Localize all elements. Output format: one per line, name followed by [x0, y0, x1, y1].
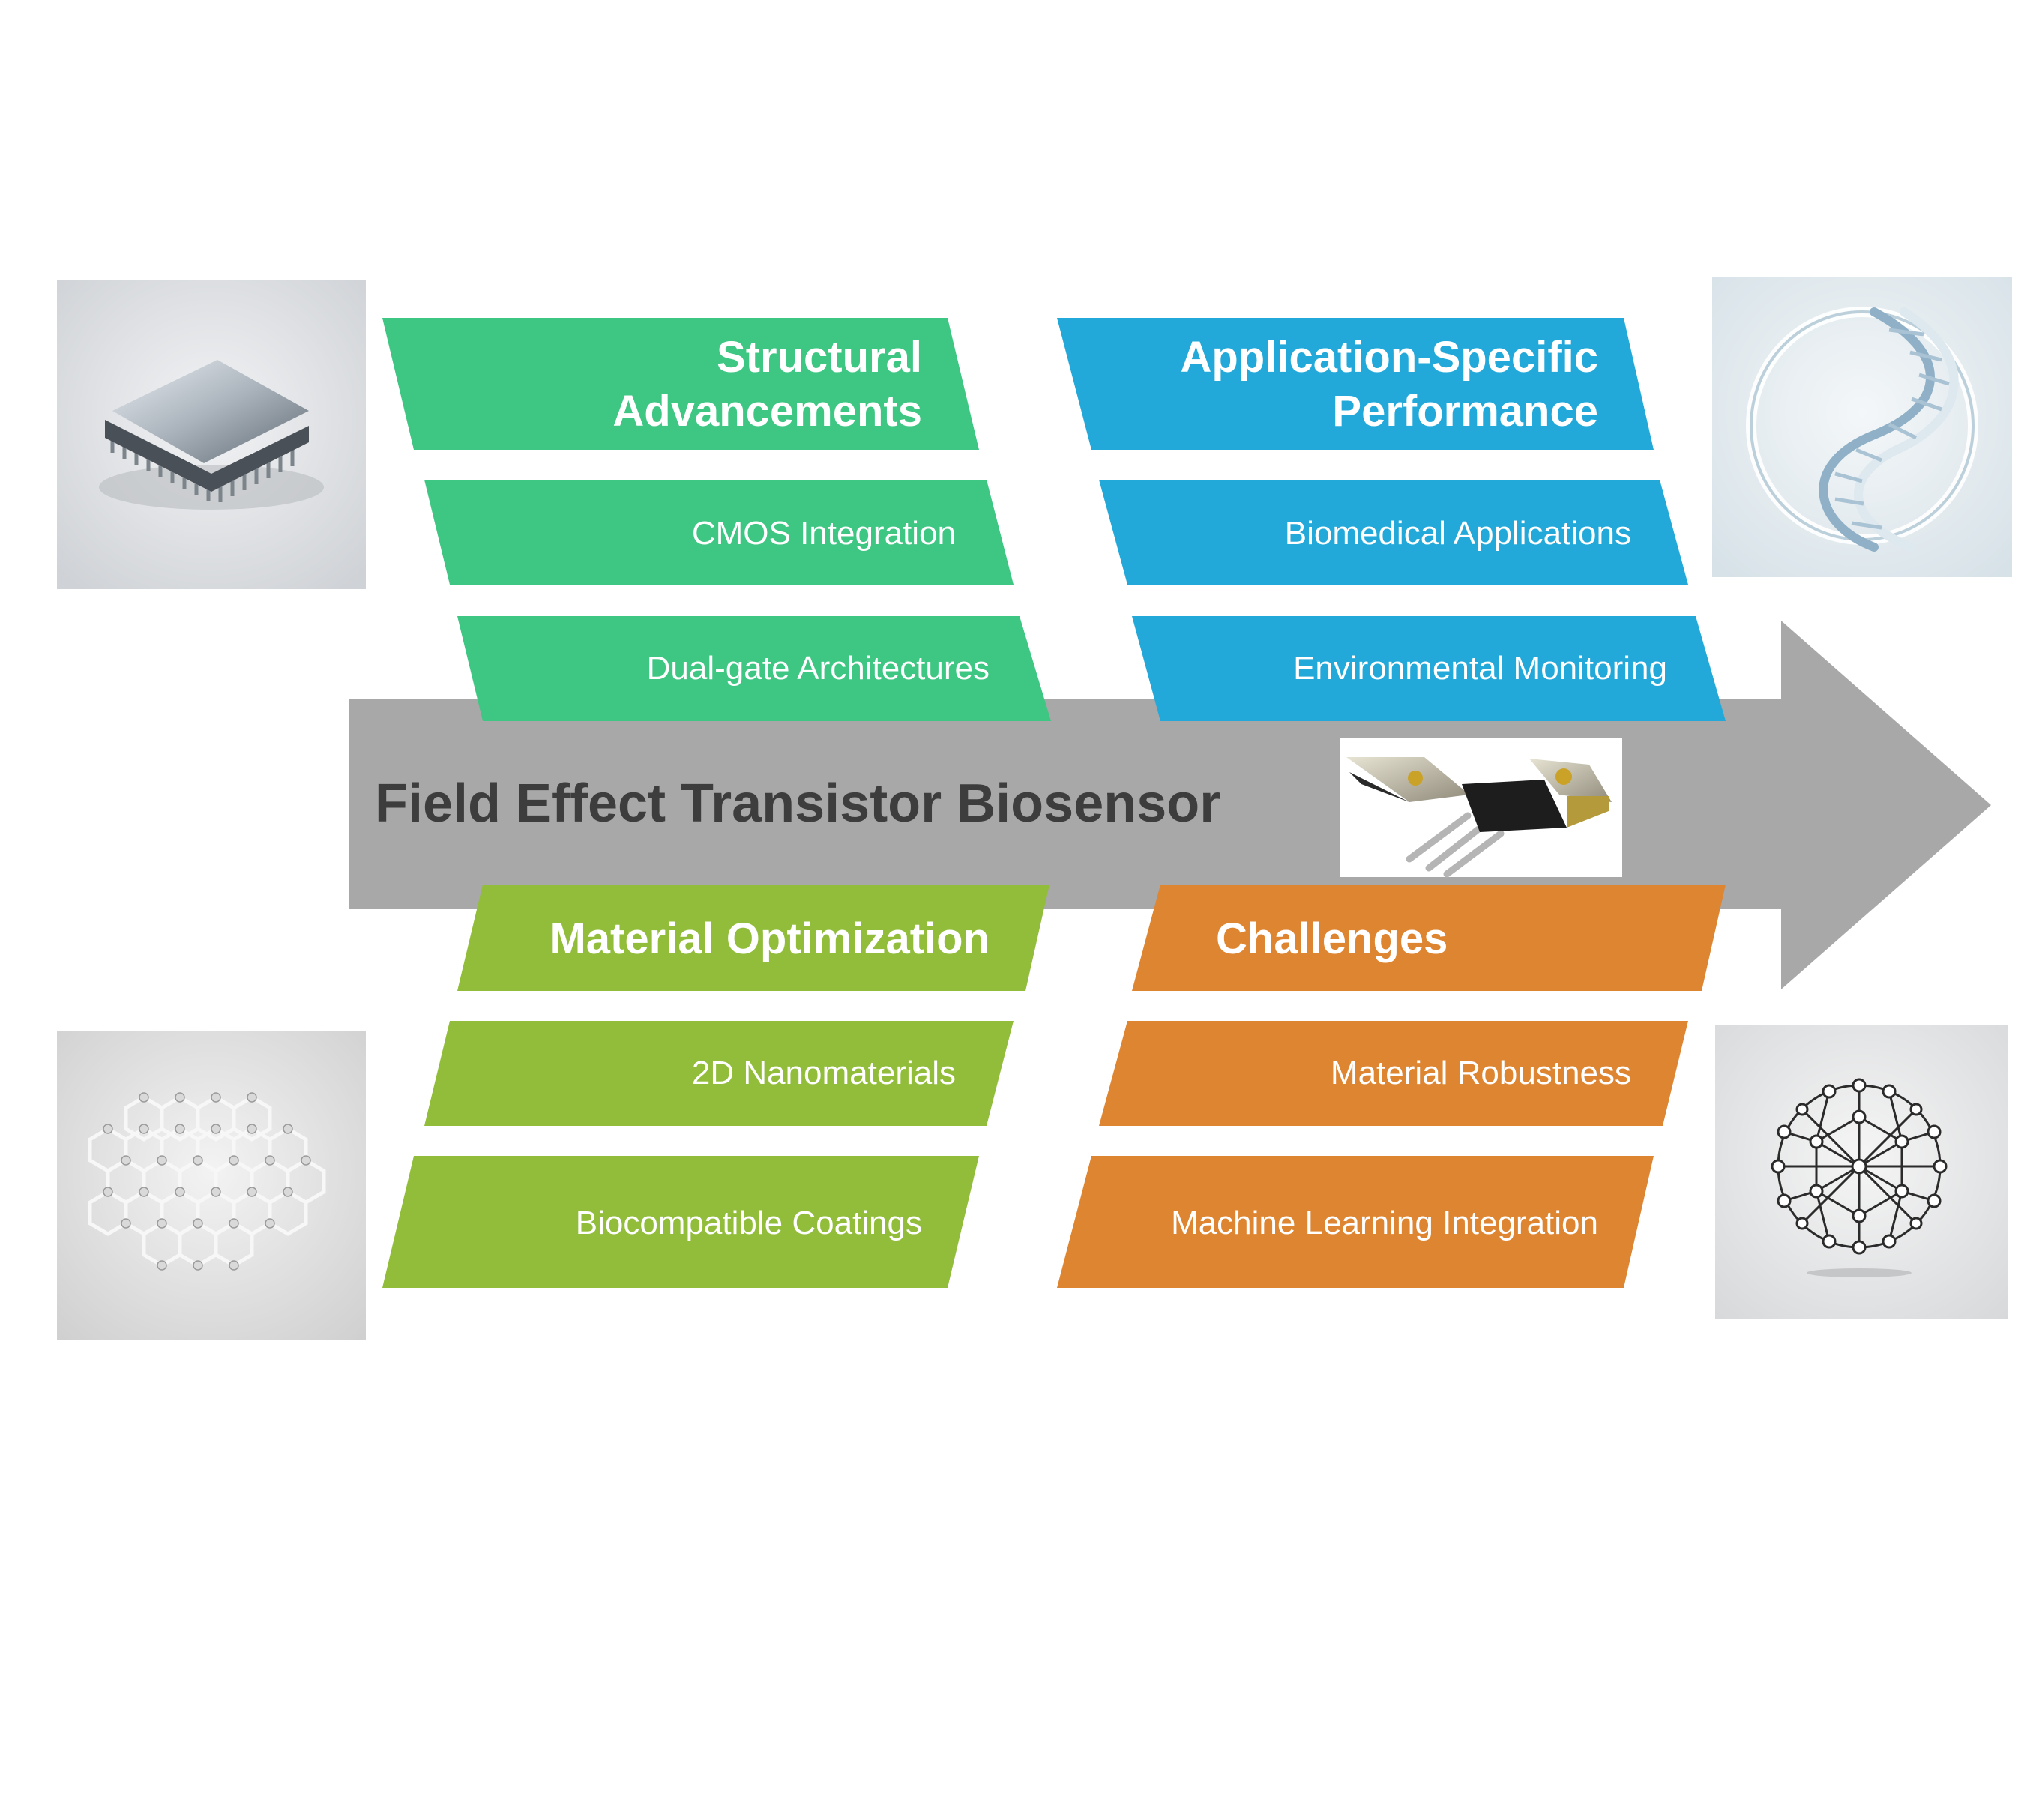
center-title: Field Effect Transistor Biosensor: [375, 774, 1220, 834]
structural-header-box: [382, 318, 979, 450]
structural-item-box-2: [457, 616, 1051, 721]
application-group: Application-Specific Performance Biomedi…: [1057, 318, 1726, 721]
structural-item-cmos-integration: CMOS Integration: [692, 515, 956, 552]
application-header-box: [1057, 318, 1654, 450]
structural-item-dual-gate-architectures: Dual-gate Architectures: [647, 650, 990, 687]
challenges-item-material-robustness: Material Robustness: [1331, 1055, 1631, 1091]
structural-group: Structural Advancements CMOS Integration…: [382, 318, 1051, 721]
material-item-2d-nanomaterials: 2D Nanomaterials: [692, 1055, 956, 1091]
challenges-item-box-2: [1057, 1156, 1654, 1288]
application-item-box-2: [1132, 616, 1726, 721]
cpu-chip-image: [57, 280, 366, 589]
application-title-line-1: Application-Specific: [1180, 333, 1598, 382]
dna-helix-image: [1712, 277, 2012, 577]
structural-item-box-1: [424, 480, 1014, 585]
application-item-biomedical-applications: Biomedical Applications: [1285, 515, 1631, 552]
application-title-line-2: Performance: [1332, 387, 1598, 436]
material-item-biocompatible-coatings: Biocompatible Coatings: [576, 1205, 922, 1241]
challenges-item-machine-learning-integration: Machine Learning Integration: [1171, 1205, 1598, 1241]
challenges-title: Challenges: [1216, 914, 1448, 963]
application-item-environmental-monitoring: Environmental Monitoring: [1293, 650, 1667, 687]
transistor-image: [1340, 738, 1622, 878]
challenges-item-box-1: [1099, 1021, 1688, 1126]
challenges-header-box: [1132, 885, 1726, 991]
neural-network-image: [1715, 1025, 2008, 1319]
material-title: Material Optimization: [549, 914, 990, 963]
material-group: Material Optimization 2D Nanomaterials B…: [382, 885, 1049, 1288]
structural-title-line-2: Advancements: [612, 387, 922, 436]
material-item-box-2: [382, 1156, 979, 1288]
application-item-box-1: [1099, 480, 1688, 585]
material-item-box-1: [424, 1021, 1014, 1126]
material-header-box: [457, 885, 1049, 991]
structural-title-line-1: Structural: [717, 333, 922, 382]
graphene-lattice-image: [57, 1031, 366, 1340]
challenges-group: Challenges Material Robustness Machine L…: [1057, 885, 1726, 1288]
